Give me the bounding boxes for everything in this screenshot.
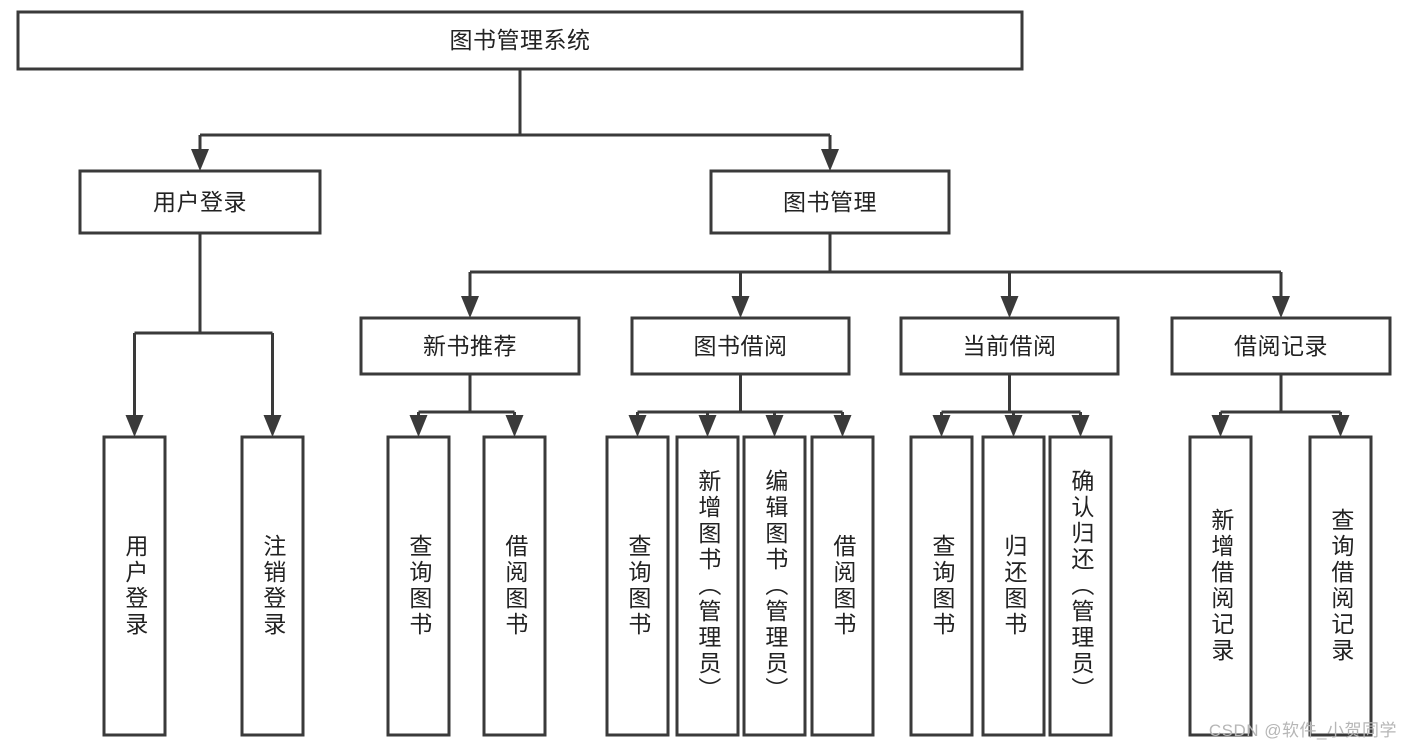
arrow-head-icon [1272, 296, 1290, 318]
arrow-head-icon [731, 296, 750, 318]
leaf-node-box[interactable] [1308, 435, 1373, 737]
leaf-node-box[interactable] [482, 435, 547, 737]
leaf-node-box[interactable] [742, 435, 807, 737]
leaf-node-box[interactable] [605, 435, 670, 737]
level2-node-box[interactable] [709, 169, 951, 235]
leaf-node-box[interactable] [981, 435, 1046, 737]
leaf-node-box[interactable] [1048, 435, 1113, 737]
level3-node-box[interactable] [1170, 316, 1392, 376]
arrow-head-icon [505, 415, 524, 437]
arrow-head-icon [409, 415, 428, 437]
arrow-head-icon [932, 415, 951, 437]
arrow-head-icon [833, 415, 852, 437]
leaf-node-box[interactable] [102, 435, 167, 737]
arrow-head-icon [461, 296, 479, 318]
arrow-head-icon [1331, 415, 1350, 437]
level3-node-box[interactable] [359, 316, 581, 376]
arrow-head-icon [628, 415, 647, 437]
leaf-node-box[interactable] [386, 435, 451, 737]
level3-node-box[interactable] [630, 316, 851, 376]
arrow-head-icon [125, 415, 144, 437]
leaf-node-box[interactable] [909, 435, 974, 737]
level2-node-box[interactable] [78, 169, 322, 235]
leaf-node-box[interactable] [240, 435, 305, 737]
node-box-layer [16, 10, 1392, 737]
leaf-node-box[interactable] [675, 435, 740, 737]
level3-node-box[interactable] [899, 316, 1120, 376]
arrow-head-icon [263, 415, 282, 437]
arrow-head-icon [191, 149, 209, 171]
watermark-text: CSDN @软件_小贺同学 [1208, 721, 1397, 740]
arrow-head-icon [698, 415, 717, 437]
arrow-head-icon [1000, 296, 1019, 318]
arrow-head-icon [1004, 415, 1023, 437]
root-node-box[interactable] [16, 10, 1024, 71]
leaf-node-box[interactable] [1188, 435, 1253, 737]
arrow-head-icon [1071, 415, 1090, 437]
arrow-head-icon [1211, 415, 1230, 437]
arrow-head-icon [765, 415, 784, 437]
arrow-head-icon [821, 149, 839, 171]
connector-layer [125, 69, 1350, 437]
leaf-node-box[interactable] [810, 435, 875, 737]
